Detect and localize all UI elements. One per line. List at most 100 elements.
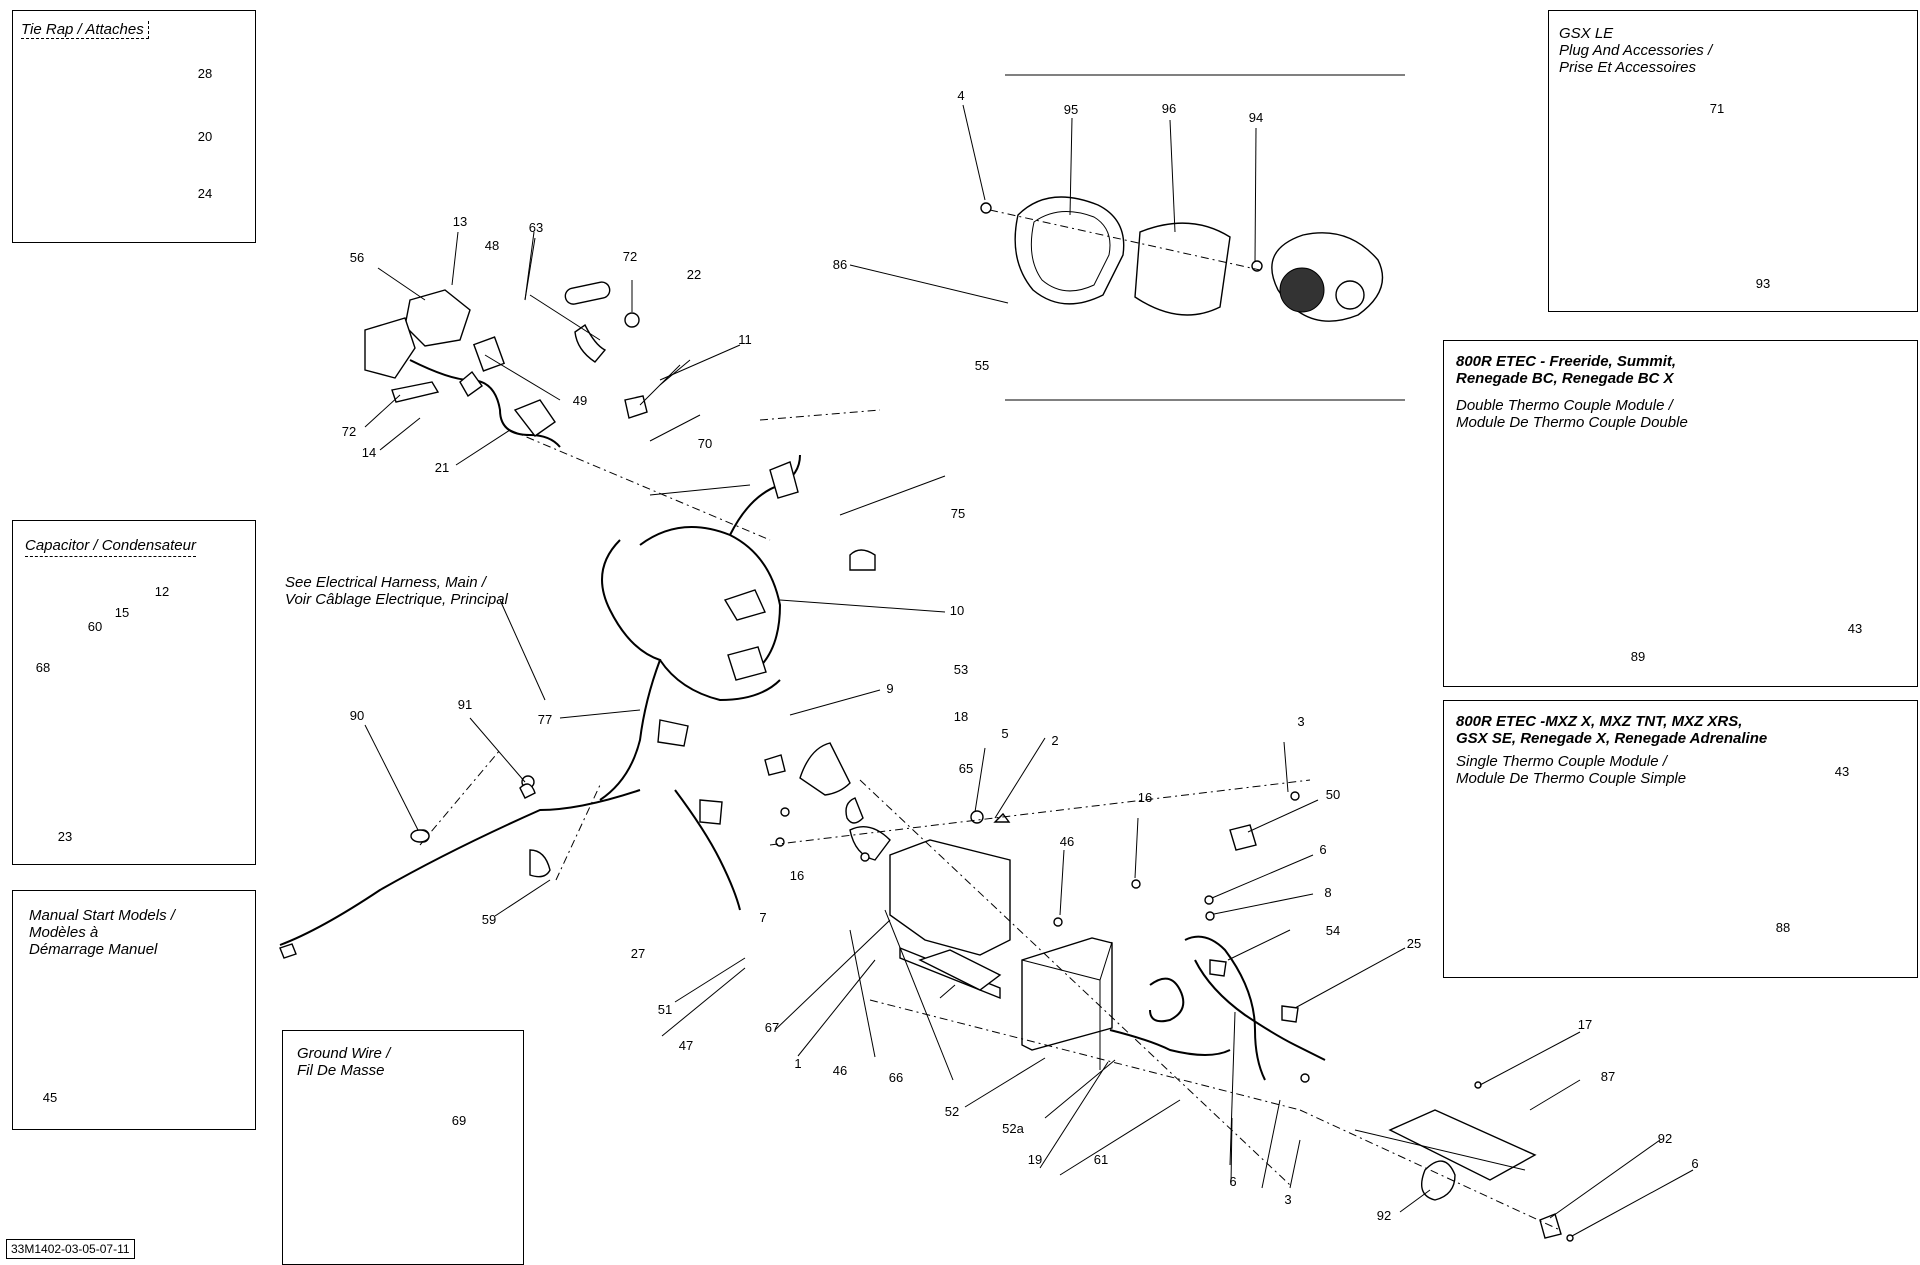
callout-48: 48 — [484, 238, 500, 253]
callout-88: 88 — [1775, 920, 1791, 935]
callout-19: 19 — [1027, 1152, 1043, 1167]
misc-left-parts — [364, 717, 601, 917]
callout-7: 7 — [759, 910, 767, 925]
callout-72-top: 72 — [622, 249, 638, 264]
callout-47: 47 — [678, 1038, 694, 1053]
callout-46-upper: 46 — [1059, 834, 1075, 849]
callout-92-left: 92 — [1376, 1208, 1392, 1223]
callout-75: 75 — [950, 506, 966, 521]
callout-93: 93 — [1755, 276, 1771, 291]
battery-assembly — [419, 749, 1326, 1189]
manual-start-title: Manual Start Models / Modèles à Démarrag… — [29, 907, 175, 958]
callout-6-lower: 6 — [1691, 1156, 1699, 1171]
callout-15: 15 — [114, 605, 130, 620]
callout-90: 90 — [349, 708, 365, 723]
callout-91: 91 — [457, 697, 473, 712]
callout-3-lower: 3 — [1284, 1192, 1292, 1207]
callout-56: 56 — [349, 250, 365, 265]
callout-6-upper: 6 — [1319, 842, 1327, 857]
callout-12: 12 — [154, 584, 170, 599]
callout-14: 14 — [361, 445, 377, 460]
diagram-reference-number: 33M1402-03-05-07-11 — [6, 1239, 135, 1259]
callout-71: 71 — [1709, 101, 1725, 116]
callout-2: 2 — [1051, 733, 1059, 748]
callout-72-left: 72 — [341, 424, 357, 439]
callout-69: 69 — [451, 1113, 467, 1128]
callout-68: 68 — [35, 660, 51, 675]
callout-92-right: 92 — [1657, 1131, 1673, 1146]
single-thermocouple-box: 800R ETEC -MXZ X, MXZ TNT, MXZ XRS, GSX … — [1443, 700, 1918, 978]
callout-22: 22 — [686, 267, 702, 282]
capacitor-title: Capacitor / Condensateur — [25, 537, 196, 557]
callout-77: 77 — [537, 712, 553, 727]
callout-16-left: 16 — [789, 868, 805, 883]
callout-86: 86 — [832, 257, 848, 272]
gsx-le-title: GSX LE Plug And Accessories / Prise Et A… — [1559, 25, 1713, 76]
callout-9: 9 — [886, 681, 894, 696]
double-thermocouple-box: 800R ETEC - Freeride, Summit, Renegade B… — [1443, 340, 1918, 687]
callout-70: 70 — [697, 436, 713, 451]
callout-95: 95 — [1063, 102, 1079, 117]
callout-24: 24 — [197, 186, 213, 201]
single-thermocouple-title: Single Thermo Couple Module / Module De … — [1456, 753, 1687, 787]
callout-96: 96 — [1161, 101, 1177, 116]
callout-49: 49 — [572, 393, 588, 408]
double-thermocouple-models: 800R ETEC - Freeride, Summit, Renegade B… — [1456, 353, 1677, 387]
double-thermocouple-title: Double Thermo Couple Module / Module De … — [1456, 397, 1688, 431]
tie-rap-box: Tie Rap / Attaches — [12, 10, 256, 243]
callout-54: 54 — [1325, 923, 1341, 938]
callout-6-mid: 6 — [1229, 1174, 1237, 1189]
callout-8: 8 — [1324, 885, 1332, 900]
callout-1: 1 — [794, 1056, 802, 1071]
callout-28: 28 — [197, 66, 213, 81]
callout-43-single: 43 — [1834, 764, 1850, 779]
gsx-le-box: GSX LE Plug And Accessories / Prise Et A… — [1548, 10, 1918, 312]
center-parts — [416, 737, 1406, 1166]
callout-89: 89 — [1630, 649, 1646, 664]
callout-27: 27 — [630, 946, 646, 961]
ground-wire-title: Ground Wire / Fil De Masse — [297, 1045, 391, 1079]
callout-67: 67 — [764, 1020, 780, 1035]
callout-3-upper: 3 — [1297, 714, 1305, 729]
callout-20: 20 — [197, 129, 213, 144]
callout-60: 60 — [87, 619, 103, 634]
gauge-cluster — [849, 74, 1405, 401]
callout-13: 13 — [452, 214, 468, 229]
callout-51: 51 — [657, 1002, 673, 1017]
callout-63: 63 — [528, 220, 544, 235]
harness-note: See Electrical Harness, Main / Voir Câbl… — [285, 574, 508, 608]
callout-5: 5 — [1001, 726, 1009, 741]
callout-50: 50 — [1325, 787, 1341, 802]
callout-66: 66 — [888, 1070, 904, 1085]
callout-10: 10 — [949, 603, 965, 618]
single-thermocouple-models: 800R ETEC -MXZ X, MXZ TNT, MXZ XRS, GSX … — [1456, 713, 1768, 747]
callout-23: 23 — [57, 829, 73, 844]
lower-bracket — [1299, 1031, 1694, 1242]
callout-65: 65 — [958, 761, 974, 776]
main-harness — [279, 409, 946, 959]
handlebar-harness — [364, 231, 741, 466]
callout-11: 11 — [738, 332, 752, 347]
callout-94: 94 — [1248, 110, 1264, 125]
callout-52a: 52a — [1002, 1121, 1024, 1136]
capacitor-box: Capacitor / Condensateur — [12, 520, 256, 865]
manual-start-box: Manual Start Models / Modèles à Démarrag… — [12, 890, 256, 1130]
callout-16-right: 16 — [1137, 790, 1153, 805]
callout-46-lower: 46 — [832, 1063, 848, 1078]
callout-61: 61 — [1093, 1152, 1109, 1167]
callout-25: 25 — [1406, 936, 1422, 951]
callout-87: 87 — [1600, 1069, 1616, 1084]
callout-21: 21 — [434, 460, 450, 475]
callout-55: 55 — [974, 358, 990, 373]
callout-43-double: 43 — [1847, 621, 1863, 636]
tie-rap-title: Tie Rap / Attaches — [21, 21, 149, 39]
callout-53: 53 — [953, 662, 969, 677]
callout-52: 52 — [944, 1104, 960, 1119]
callout-59: 59 — [481, 912, 497, 927]
callout-4: 4 — [957, 88, 965, 103]
callout-45: 45 — [42, 1090, 58, 1105]
callout-17: 17 — [1577, 1017, 1593, 1032]
callout-18: 18 — [953, 709, 969, 724]
ground-wire-box: Ground Wire / Fil De Masse — [282, 1030, 524, 1265]
